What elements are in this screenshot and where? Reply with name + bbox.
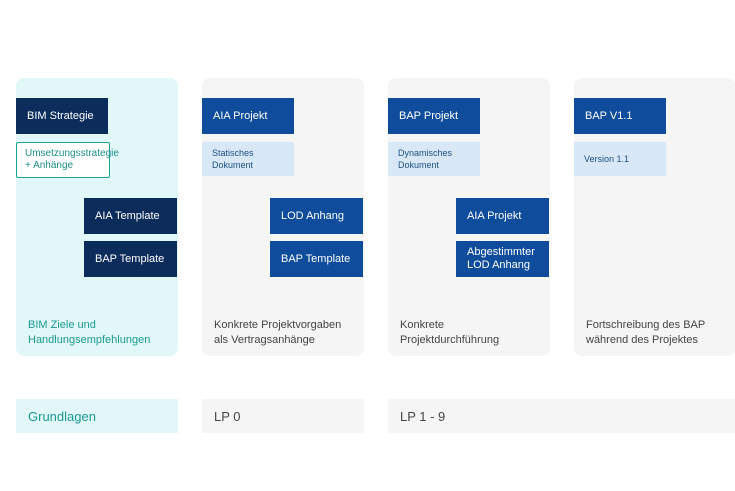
box-aia-template: AIA Template	[84, 198, 177, 234]
caption-projektdurchfuehrung: Konkrete Projektdurchführung	[400, 319, 500, 346]
box-bap-projekt: BAP Projekt	[388, 98, 480, 134]
caption-fortschreibung: Fortschreibung des BAP während des Proje…	[586, 319, 706, 346]
box-bap-template-1: BAP Template	[84, 241, 177, 277]
box-bap-v11: BAP V1.1	[574, 98, 666, 134]
caption-projektvorgaben: Konkrete Projektvorgaben als Vertragsanh…	[214, 319, 342, 346]
box-bap-template-2: BAP Template	[270, 241, 363, 277]
box-version-11: Version 1.1	[574, 142, 666, 176]
box-bim-strategie: BIM Strategie	[16, 98, 108, 134]
phase-lp1-9: LP 1 - 9	[388, 399, 735, 433]
box-abgestimmter-lod-anhang: Abgestimmter LOD Anhang	[456, 241, 549, 277]
box-aia-projekt-1: AIA Projekt	[202, 98, 294, 134]
phase-grundlagen: Grundlagen	[16, 399, 178, 433]
caption-bim-ziele: BIM Ziele und Handlungsempfehlungen	[28, 319, 151, 346]
box-umsetzungsstrategie: Umsetzungsstrategie + Anhänge	[16, 142, 119, 178]
box-aia-projekt-2: AIA Projekt	[456, 198, 549, 234]
box-lod-anhang: LOD Anhang	[270, 198, 363, 234]
box-statisches-dokument: Statisches Dokument	[202, 142, 294, 176]
phase-lp0: LP 0	[202, 399, 364, 433]
box-dynamisches-dokument: Dynamisches Dokument	[388, 142, 480, 176]
